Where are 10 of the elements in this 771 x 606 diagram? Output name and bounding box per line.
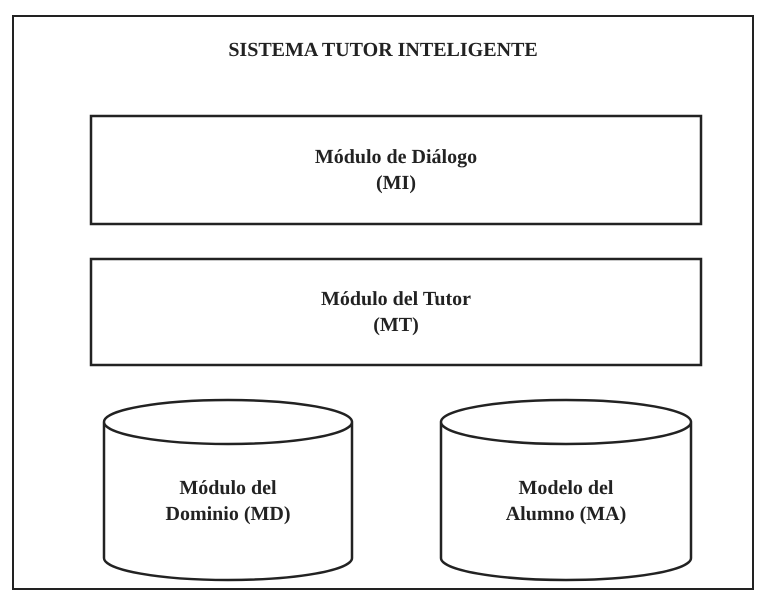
module-label: Módulo de Diálogo (MI) bbox=[314, 145, 478, 196]
frame-label: SISTEMA TUTOR INTELIGENTE bbox=[227, 38, 539, 63]
database-cylinder bbox=[440, 400, 692, 580]
module-box bbox=[90, 258, 702, 366]
system-frame bbox=[12, 15, 754, 590]
module-label: Módulo del Tutor (MT) bbox=[320, 287, 472, 338]
module-label: Modelo del Alumno (MA) bbox=[504, 476, 628, 527]
module-label: Módulo del Dominio (MD) bbox=[164, 476, 292, 527]
database-cylinder bbox=[103, 400, 353, 580]
module-box bbox=[90, 115, 702, 225]
